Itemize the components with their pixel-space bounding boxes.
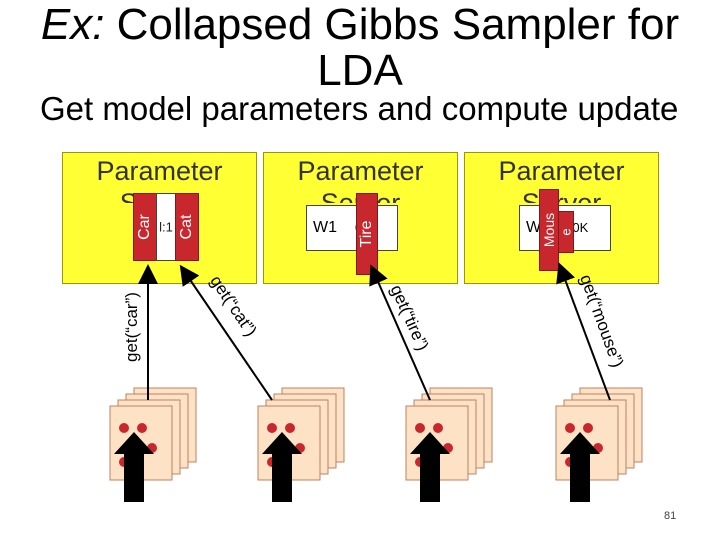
request-car: get(“car”) [122, 292, 141, 362]
document-stack-1 [110, 388, 196, 480]
title-italic: Ex: [40, 0, 105, 49]
document-stack-3 [406, 388, 492, 480]
arrow-tire [369, 264, 431, 401]
strip-mid-text: l:1 [159, 219, 173, 235]
slide-title-line1: Ex: Collapsed Gibbs Sampler for [0, 2, 720, 48]
document-stack-4 [556, 388, 642, 480]
page-number: 81 [664, 510, 677, 522]
strip-tire: Tire [356, 193, 378, 275]
arrow-mouse [556, 262, 611, 401]
slide-title-line2: LDA [317, 46, 403, 95]
word-block-label: W1 [313, 219, 337, 236]
server-label: Parameter Server [297, 156, 424, 203]
parameter-server-2: Parameter Server W10K Tire [263, 152, 458, 284]
strip-mouse-end: e [558, 211, 574, 253]
document-stack-2 [258, 388, 344, 480]
arrow-cat [179, 264, 273, 401]
slide-subtitle: Get model parameters and compute update [40, 90, 679, 127]
word-block-label: W [526, 219, 542, 236]
parameter-server-1: Parameter Server Car l:1 Cat [62, 152, 257, 284]
title-rest: Collapsed Gibbs Sampler for [104, 0, 680, 49]
strip-cat: Cat [175, 193, 199, 261]
